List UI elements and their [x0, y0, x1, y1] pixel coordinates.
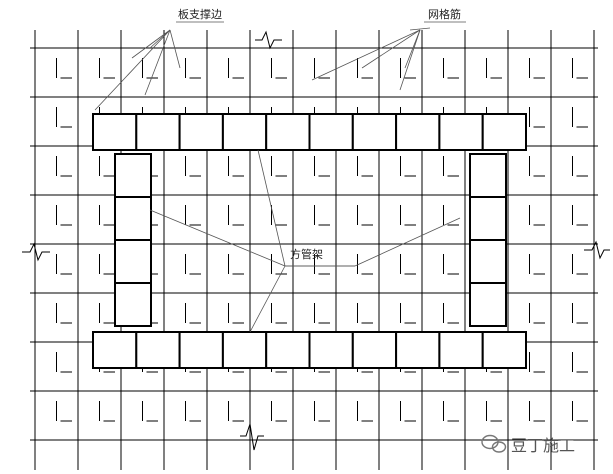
frame-bottom-box: [481, 331, 528, 369]
frame-side-box: [469, 196, 507, 241]
frame-side-box: [469, 282, 507, 327]
leader-line: [361, 29, 421, 69]
leader-line: [144, 29, 171, 96]
wechat-icon: [481, 434, 507, 453]
leader-line: [311, 29, 421, 81]
frame-side-box: [114, 239, 152, 284]
frame-side-box: [114, 196, 152, 241]
leader-line: [149, 209, 286, 267]
frame-bottom-box: [395, 331, 441, 369]
frame-bottom-box: [351, 331, 398, 369]
break-symbol-right: [584, 240, 610, 260]
leader-line: [94, 29, 171, 111]
frame-top-box: [178, 113, 224, 151]
frame-top-box: [92, 113, 138, 151]
frame-side-box: [114, 282, 152, 327]
frame-bottom-box: [438, 331, 484, 369]
leader-line: [399, 29, 421, 91]
watermark: 豆丁施工: [481, 434, 575, 455]
frame-top-box: [135, 113, 181, 151]
leader-line: [169, 29, 181, 69]
frame-side-box: [469, 239, 507, 284]
frame-bottom-box: [178, 331, 224, 369]
square-tube-frame: [92, 113, 528, 369]
leader-lines: [94, 21, 466, 333]
leader-line: [404, 29, 421, 69]
break-symbol-left: [22, 242, 50, 262]
frame-bottom-box: [92, 331, 138, 369]
frame-top-box: [265, 113, 311, 151]
frame-bottom-box: [135, 331, 181, 369]
leader-line: [354, 217, 461, 267]
frame-side-box: [469, 153, 507, 198]
frame-top-box: [308, 113, 354, 151]
leader-line: [409, 27, 431, 31]
frame-top-box: [221, 113, 268, 151]
leader-line: [257, 149, 286, 267]
label-scaffold-frame: 方管架: [290, 247, 323, 261]
frame-top-box: [481, 113, 528, 151]
leader-line: [131, 29, 171, 59]
label-support-beam: 板支撑边: [178, 7, 222, 21]
frame-top-box: [395, 113, 441, 151]
watermark-text: 豆丁施工: [511, 436, 575, 455]
frame-bottom-box: [265, 331, 311, 369]
break-line-symbols: [22, 30, 610, 451]
leader-line: [249, 265, 286, 333]
frame-top-box: [438, 113, 484, 151]
break-symbol-top: [255, 30, 282, 50]
frame-bottom-box: [221, 331, 268, 369]
label-grid-reinforcement: 网格筋: [428, 7, 461, 21]
frame-top-box: [351, 113, 398, 151]
break-symbol-bottom: [240, 423, 264, 451]
frame-side-box: [114, 153, 152, 198]
frame-bottom-box: [308, 331, 354, 369]
